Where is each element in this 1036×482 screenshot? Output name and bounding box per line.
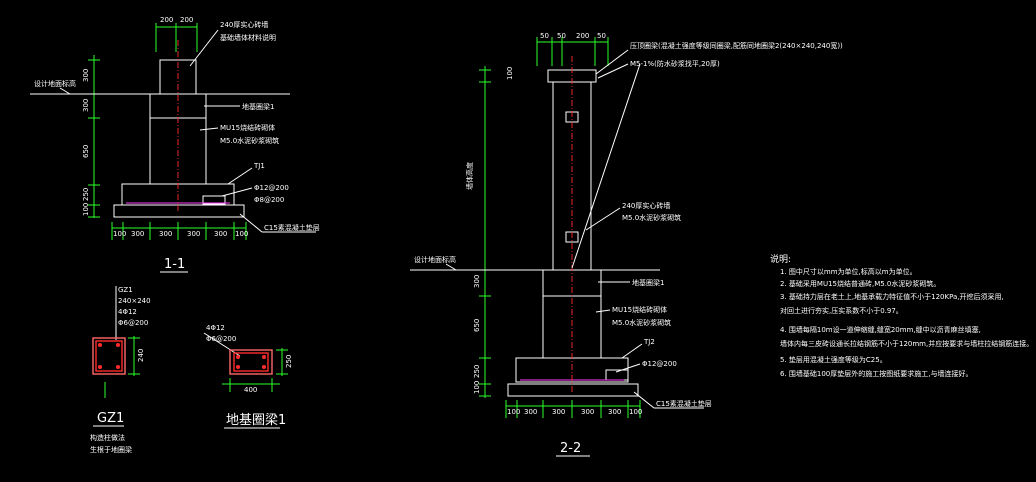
gz1-note-1: 构造柱做法 <box>90 433 125 442</box>
dim-left-1: 300 <box>82 69 90 82</box>
ground-beam-1-detail: 4Φ12 Φ6@200 250 400 地基圈梁1 <box>203 324 293 429</box>
notes-heading: 说明: <box>770 253 791 265</box>
dim-bot-6: 100 <box>235 230 248 238</box>
beam1-dim-right: 250 <box>285 355 293 368</box>
beam1-dim-bot: 400 <box>244 386 257 394</box>
section-1-1-title: 1-1 <box>164 257 185 272</box>
anno-1-1-7: Φ12@200 <box>254 184 289 192</box>
dim-left-5: 100 <box>82 203 90 216</box>
dim-bot-3: 300 <box>159 230 172 238</box>
anno-2-2-3: 240厚实心砖墙 <box>622 201 670 210</box>
gz1-spec-1: GZ1 <box>118 286 133 294</box>
anno-1-1-6: TJ1 <box>253 162 265 170</box>
anno-2-2-8: TJ2 <box>643 338 655 346</box>
dim22-top-1: 50 <box>540 32 549 40</box>
dim-bot-1: 100 <box>113 230 126 238</box>
dim-bot-2: 300 <box>131 230 144 238</box>
dim22-left-5: 250 <box>473 365 481 378</box>
dim-bot-4: 300 <box>187 230 200 238</box>
anno-2-2-10: C15素混凝土垫层 <box>656 399 712 408</box>
anno-1-1-4: MU15烧结砖砌体 <box>220 123 275 132</box>
dim-top-2: 200 <box>180 16 193 24</box>
gz1-detail: GZ1 240×240 4Φ12 Φ6@200 240 GZ1 构造柱做法 生根… <box>90 286 151 454</box>
note-4: 对回土进行夯实,压实系数不小于0.97。 <box>780 306 903 315</box>
dim22-left-1: 100 <box>506 67 514 80</box>
note-5: 4. 围墙每隔10m设一道伸缩缝,缝宽20mm,缝中以沥青麻丝填塞, <box>780 325 981 334</box>
dim-left-2: 300 <box>82 99 90 112</box>
anno-2-2-1: 压顶圈梁(混凝土强度等级同圈梁,配筋同地圈梁2(240×240,240宽)) <box>630 41 843 50</box>
note-2: 2. 基础采用MU15烧结普通砖,M5.0水泥砂浆砌筑。 <box>780 279 940 288</box>
dim22-bot-3: 300 <box>552 408 565 416</box>
dim22-left-6: 100 <box>473 381 481 394</box>
gz1-note-2: 生根于地圈梁 <box>90 445 132 454</box>
dim22-bot-1: 100 <box>507 408 520 416</box>
anno-1-1-2: 基础墙体材料说明 <box>220 33 276 42</box>
dim-top-1: 200 <box>160 16 173 24</box>
section-2-2-title: 2-2 <box>560 441 581 456</box>
ground-label-1-1: 设计地面标高 <box>34 79 76 88</box>
dim22-top-4: 50 <box>597 32 606 40</box>
anno-2-2-6: MU15烧结砖砌体 <box>612 305 667 314</box>
anno-1-1-9: C15素混凝土垫层 <box>264 223 320 232</box>
gz1-spec-4: Φ6@200 <box>118 319 148 327</box>
anno-2-2-4: M5.0水泥砂浆砌筑 <box>622 213 681 222</box>
dim22-left-4: 650 <box>473 319 481 332</box>
anno-2-2-7: M5.0水泥砂浆砌筑 <box>612 318 671 327</box>
anno-1-1-1: 240厚实心砖墙 <box>220 20 268 29</box>
note-8: 6. 围墙基础100厚垫层外的施工按图纸要求施工,与墙连接好。 <box>780 369 973 378</box>
note-1: 1. 图中尺寸以mm为单位,标高以m为单位。 <box>780 267 917 276</box>
beam1-spec-1: 4Φ12 <box>206 324 225 332</box>
note-6: 墙体内每三皮砖设通长拉结钢筋不小于120mm,并应按要求与墙柱拉结钢筋连接。 <box>780 339 1033 348</box>
dim22-bot-4: 300 <box>581 408 594 416</box>
anno-2-2-5: 地基圈梁1 <box>632 278 664 287</box>
anno-1-1-5: M5.0水泥砂浆砌筑 <box>220 136 279 145</box>
dim22-bot-2: 300 <box>524 408 537 416</box>
note-3: 3. 基础持力层在老土上,地基承载力特征值不小于120KPa,开挖后须采用, <box>780 292 1004 301</box>
section-1-1: 200 200 300 300 650 250 100 设计地面标高 <box>30 16 320 273</box>
gz1-spec-3: 4Φ12 <box>118 308 137 316</box>
dim22-bot-6: 100 <box>629 408 642 416</box>
dim-bot-5: 300 <box>214 230 227 238</box>
anno-1-1-3: 地基圈梁1 <box>242 102 274 111</box>
notes-block: 说明: 1. 图中尺寸以mm为单位,标高以m为单位。 2. 基础采用MU15烧结… <box>770 253 1033 378</box>
anno-2-2-2: M5-1%(防水砂浆找平,20厚) <box>630 59 720 68</box>
gz1-dim: 240 <box>137 349 145 362</box>
dim22-top-2: 50 <box>557 32 566 40</box>
gz1-spec-2: 240×240 <box>118 297 151 305</box>
beam1-title: 地基圈梁1 <box>226 413 286 428</box>
dim22-left-2: 墙体高度 <box>465 162 474 190</box>
anno-1-1-8: Φ8@200 <box>254 196 284 204</box>
beam1-spec-2: Φ6@200 <box>206 335 236 343</box>
gz1-title: GZ1 <box>97 411 124 426</box>
anno-2-2-9: Φ12@200 <box>642 360 677 368</box>
dim22-left-3: 300 <box>473 275 481 288</box>
dim-left-4: 250 <box>82 188 90 201</box>
dim22-top-3: 200 <box>576 32 589 40</box>
dim-left-3: 650 <box>82 145 90 158</box>
section-2-2: 50 50 200 50 100 墙体高度 300 650 250 100 设计… <box>410 32 843 457</box>
ground-label-2-2: 设计地面标高 <box>414 255 456 264</box>
dim22-bot-5: 300 <box>608 408 621 416</box>
note-7: 5. 垫层用混凝土强度等级为C25。 <box>780 355 887 364</box>
